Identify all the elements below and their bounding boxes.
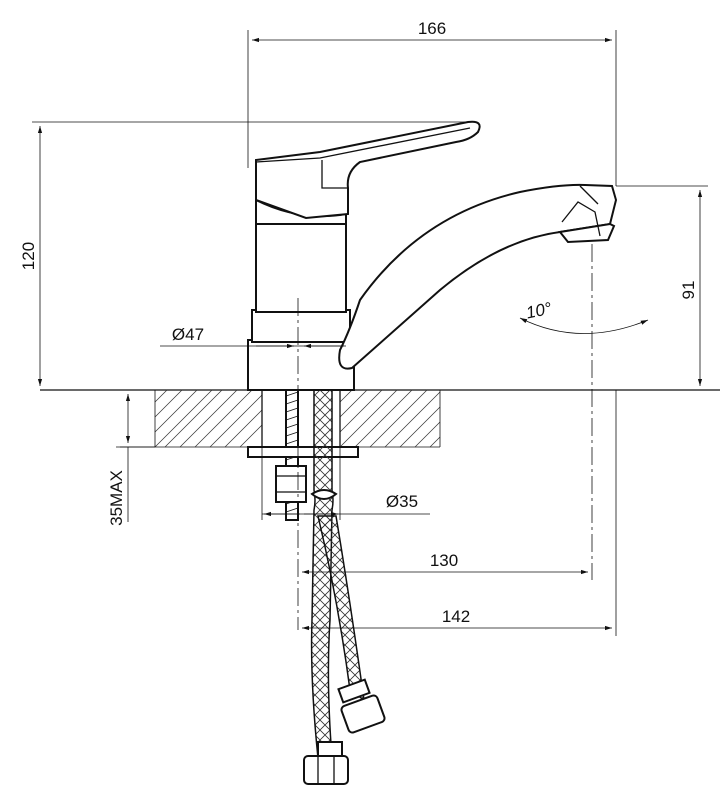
dimension-body-diameter-label: Ø47 (172, 325, 204, 344)
dimension-hole-diameter-label: Ø35 (386, 492, 418, 511)
faucet-body (247, 198, 355, 391)
spout (338, 183, 618, 370)
braided-hose-right (317, 515, 386, 734)
dimension-angle: 10° (519, 299, 649, 334)
dimension-counter-max: 35MAX (107, 394, 155, 526)
countertop-hatch (154, 389, 441, 448)
dimension-reach-130-label: 130 (430, 551, 458, 570)
dimension-body-diameter: Ø47 (160, 325, 346, 349)
dimension-angle-label: 10° (524, 299, 553, 323)
dimension-reach-130: 130 (302, 551, 588, 575)
dimension-hole-diameter: Ø35 (261, 447, 430, 520)
dimension-counter-max-label: 35MAX (107, 470, 126, 526)
dimension-reach-142-label: 142 (442, 607, 470, 626)
dimension-reach-142: 142 (302, 390, 617, 636)
dimension-spout-height: 91 (616, 185, 708, 386)
countertop (40, 389, 720, 448)
dimension-width-total: 166 (247, 19, 617, 186)
mounting-plate (247, 446, 359, 458)
dimension-spout-height-label: 91 (679, 281, 698, 300)
lever-handle (255, 120, 481, 220)
dimension-height-total: 120 (19, 121, 470, 386)
dimension-width-total-label: 166 (418, 19, 446, 38)
dimension-height-total-label: 120 (19, 242, 38, 270)
hose-break-mark (310, 489, 338, 500)
center-lines (297, 244, 593, 630)
mounting-nut (275, 465, 307, 503)
